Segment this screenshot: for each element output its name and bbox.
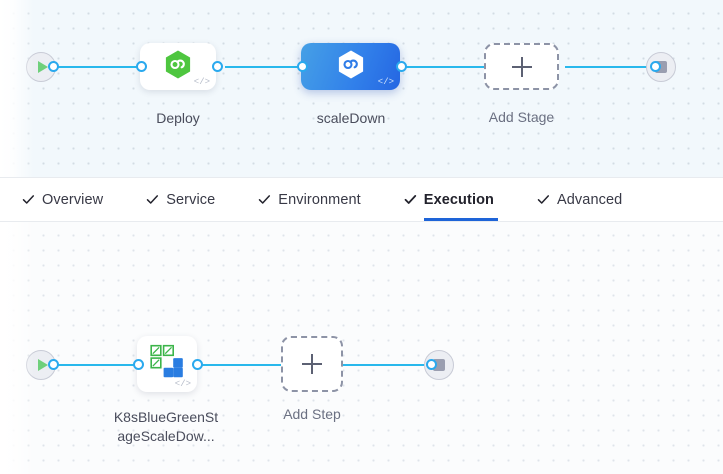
tab-execution-label: Execution — [423, 191, 494, 208]
pipeline-stage-canvas[interactable]: </> Deploy </> — [0, 0, 723, 177]
port-exec-end-in[interactable] — [426, 359, 437, 370]
port-scaledown-in[interactable] — [297, 61, 308, 72]
add-step-label: Add Step — [283, 406, 341, 422]
step-node-k8sbluegreenstagescaledown[interactable]: </> — [137, 336, 197, 392]
port-scaledown-out[interactable] — [396, 61, 407, 72]
step-node-label-line2: ageScaleDow... — [117, 428, 215, 444]
port-step-in[interactable] — [133, 359, 144, 370]
port-end-in[interactable] — [650, 61, 661, 72]
execution-step-canvas[interactable]: </> K8sBlueGreenSt ageScaleDow... Add St… — [0, 222, 723, 474]
stage-node-deploy[interactable]: </> — [140, 43, 216, 90]
stage-graph: </> Deploy </> — [0, 0, 723, 177]
check-icon — [537, 193, 550, 206]
tab-environment[interactable]: Environment — [258, 178, 361, 221]
check-icon — [258, 193, 271, 206]
stage-node-scaledown-label: scaleDown — [316, 110, 386, 126]
edge-start-to-step — [48, 364, 143, 366]
tab-execution[interactable]: Execution — [404, 178, 499, 221]
harness-deploy-hexagon-icon — [164, 49, 192, 84]
play-icon — [37, 359, 48, 371]
tab-advanced-label: Advanced — [557, 191, 623, 208]
port-deploy-out[interactable] — [212, 61, 223, 72]
add-step-button[interactable] — [281, 336, 343, 392]
step-node-label-line1: K8sBlueGreenSt — [113, 409, 219, 425]
edge-step-to-addstep — [197, 364, 282, 366]
tab-environment-label: Environment — [278, 191, 361, 208]
edge-scaledown-to-addstage — [396, 66, 486, 68]
stage-node-deploy-label: Deploy — [156, 110, 200, 126]
code-glyph-icon: </> — [174, 379, 191, 389]
plus-icon — [302, 354, 322, 374]
harness-deploy-hexagon-icon — [337, 49, 365, 84]
code-glyph-icon: </> — [193, 77, 210, 87]
check-icon — [22, 193, 35, 206]
stage-config-tabs: Overview Service Environment Execution — [0, 177, 723, 222]
edge-start-to-deploy — [48, 66, 148, 68]
edge-addstage-to-end — [565, 66, 655, 68]
tab-advanced[interactable]: Advanced — [537, 178, 622, 221]
add-stage-button[interactable] — [484, 43, 559, 90]
code-glyph-icon: </> — [377, 77, 394, 87]
step-node-label: K8sBlueGreenSt ageScaleDow... — [107, 408, 225, 446]
tab-service[interactable]: Service — [146, 178, 215, 221]
edge-addstep-to-end — [342, 364, 430, 366]
tab-overview[interactable]: Overview — [22, 178, 103, 221]
play-icon — [37, 61, 48, 73]
execution-graph: </> K8sBlueGreenSt ageScaleDow... Add St… — [0, 222, 723, 474]
check-icon — [146, 193, 159, 206]
edge-deploy-to-scaledown — [225, 66, 310, 68]
pipeline-start-node[interactable] — [26, 52, 56, 82]
port-start-out[interactable] — [48, 61, 59, 72]
tab-service-label: Service — [166, 191, 216, 208]
check-icon — [404, 193, 417, 206]
port-step-out[interactable] — [192, 359, 203, 370]
tab-overview-label: Overview — [42, 191, 104, 208]
add-stage-label: Add Stage — [488, 109, 555, 125]
plus-icon — [511, 56, 532, 77]
port-deploy-in[interactable] — [136, 61, 147, 72]
stage-node-scaledown[interactable]: </> — [301, 43, 400, 90]
kubernetes-step-grid-icon — [150, 344, 184, 384]
port-exec-start-out[interactable] — [48, 359, 59, 370]
